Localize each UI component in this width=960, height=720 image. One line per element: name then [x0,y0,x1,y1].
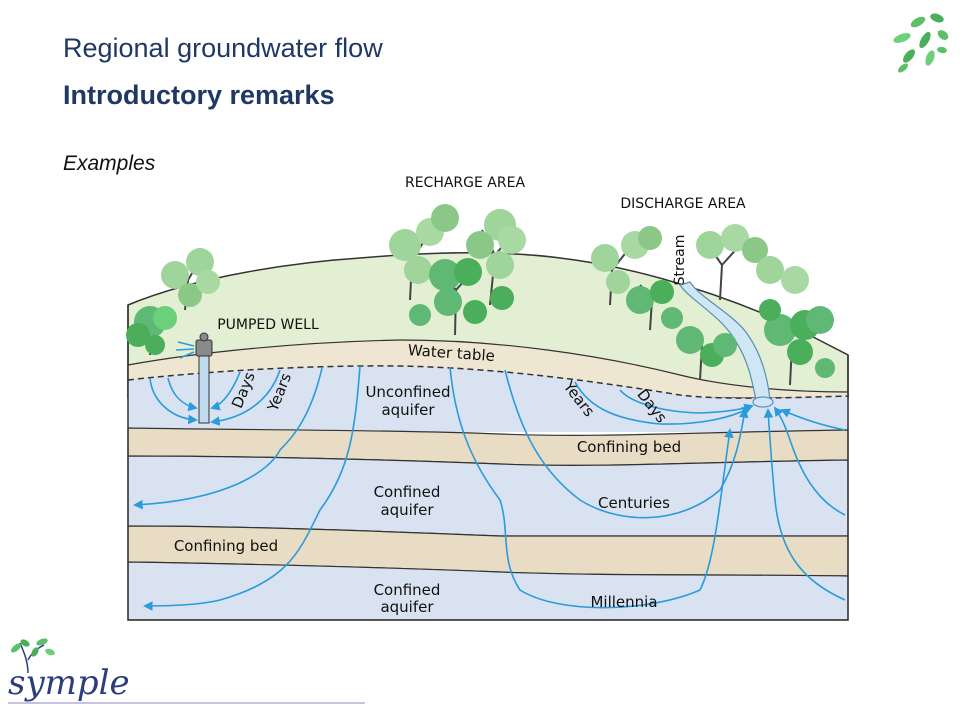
leaf-logo-icon [892,12,950,74]
discharge-area-label: DISCHARGE AREA [620,196,746,212]
upper-confined-aquifer [128,456,848,536]
stream-label: Stream [672,235,688,286]
recharge-area-label: RECHARGE AREA [405,175,525,191]
confined-aquifer-upper-label-2: aquifer [380,501,434,519]
confined-aquifer-lower-label-2: aquifer [380,598,434,616]
pumped-well-label: PUMPED WELL [217,317,319,333]
millennia-label: Millennia [590,593,657,611]
confining-bed-lower-label: Confining bed [174,537,278,555]
confining-bed-upper-label: Confining bed [577,438,681,456]
tree-icon [696,224,809,300]
unconfined-aquifer-label-2: aquifer [381,401,435,419]
stream-discharge-point [753,397,773,407]
centuries-label: Centuries [598,494,670,512]
confined-aquifer-upper-label-1: Confined [374,483,441,501]
symple-logo-text: symple [8,663,130,703]
confined-aquifer-lower-label-1: Confined [374,581,441,599]
unconfined-aquifer-label-1: Unconfined [365,383,450,401]
symple-logo: symple [8,637,365,703]
